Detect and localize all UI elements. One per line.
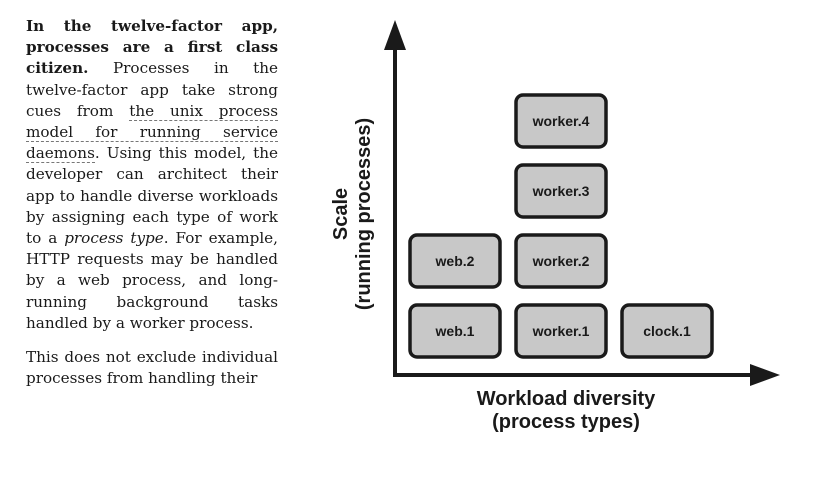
- process-label-worker-3: worker.3: [532, 183, 590, 199]
- process-type-term: process type: [64, 229, 164, 248]
- process-label-web-1: web.1: [435, 323, 475, 339]
- x-axis-label-line-1: Workload diversity: [477, 388, 656, 410]
- process-label-worker-1: worker.1: [532, 323, 590, 339]
- process-box-clock-1: [620, 303, 714, 359]
- y-axis-label-line-1: Scale: [330, 188, 352, 240]
- paragraph-1: In the twelve-factor app, processes are …: [26, 16, 278, 334]
- article-text: In the twelve-factor app, processes are …: [26, 16, 278, 402]
- paragraph-1-text-a: Processes in the twelve-factor app take …: [26, 59, 278, 120]
- process-label-web-2: web.2: [435, 253, 475, 269]
- paragraph-1-text-c: . For example, HTTP requests may be hand…: [26, 229, 279, 332]
- process-box-web-2: [408, 233, 502, 289]
- process-label-worker-2: worker.2: [532, 253, 590, 269]
- process-label-worker-4: worker.4: [532, 113, 590, 129]
- process-box-worker-2: [514, 233, 608, 289]
- y-axis-label-line-2: (running processes): [353, 118, 375, 310]
- process-box-worker-1: [514, 303, 608, 359]
- y-axis-label: Scale (running processes): [330, 118, 375, 310]
- process-label-clock-1: clock.1: [643, 323, 691, 339]
- process-boxes: web.1 web.2 worker.1 worker.2 worker.3 worker…: [408, 93, 714, 359]
- unix-process-model-link[interactable]: the unix process model for running servi…: [26, 101, 278, 164]
- x-axis-arrowhead: [750, 364, 780, 386]
- lead-sentence: In the twelve-factor app, processes are …: [26, 17, 278, 78]
- process-box-worker-3: [514, 163, 608, 219]
- x-axis-label-line-2: (process types): [492, 411, 640, 433]
- paragraph-2: This does not exclude individual process…: [26, 348, 278, 388]
- process-box-web-1: [408, 303, 502, 359]
- paragraph-1-text-b: . Using this model, the developer can ar…: [26, 144, 278, 248]
- process-box-worker-4: [514, 93, 608, 149]
- y-axis-arrowhead: [384, 20, 406, 50]
